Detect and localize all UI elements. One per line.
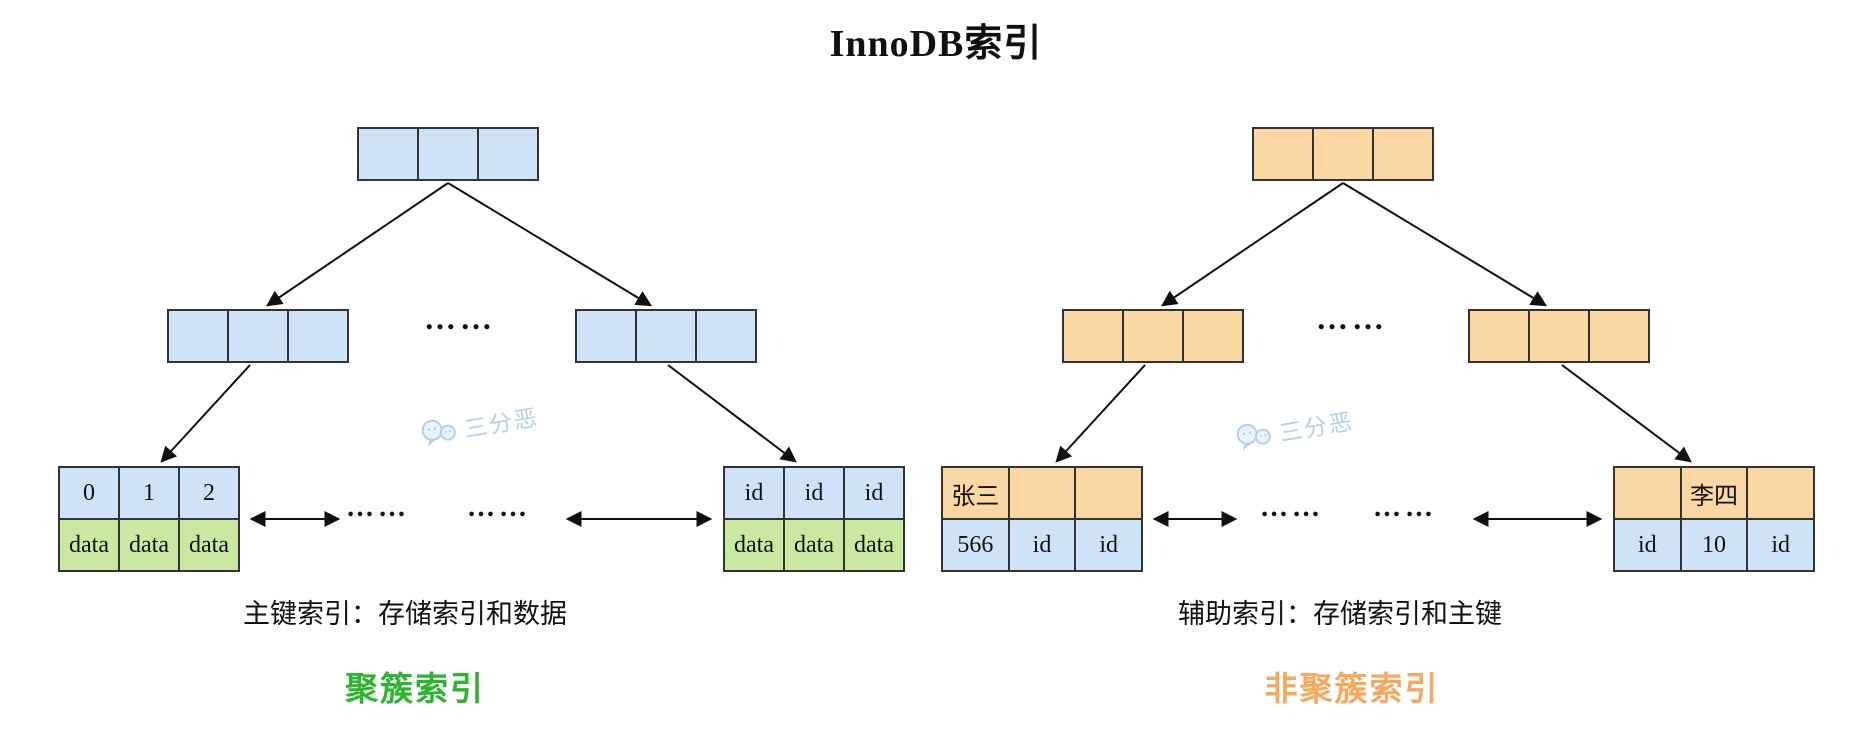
data-cell: data [120, 520, 178, 570]
index-cell [1184, 311, 1242, 361]
secondary-leaf-ellipsis-b: …… [1373, 492, 1437, 523]
wechat-watermark-icon [421, 419, 456, 447]
clustered-leaf-right: id id id data data data [723, 466, 905, 572]
watermark-text: 三分恶 [462, 404, 541, 443]
index-cell [577, 311, 635, 361]
index-cell: 2 [180, 468, 238, 518]
index-cell [419, 129, 477, 179]
index-cell: 0 [60, 468, 118, 518]
data-cell: data [845, 520, 903, 570]
secondary-root-node [1252, 127, 1434, 181]
index-cell [169, 311, 227, 361]
clustered-caption: 主键索引：存储索引和数据 [243, 599, 567, 629]
index-cell [1076, 468, 1141, 518]
watermark: 三分恶 [418, 398, 541, 452]
index-cell [1124, 311, 1182, 361]
index-cell [1064, 311, 1122, 361]
secondary-internal-right-node [1468, 309, 1650, 363]
index-cell [1615, 468, 1680, 518]
index-cell [1530, 311, 1588, 361]
watermark: 三分恶 [1233, 402, 1356, 456]
data-cell: data [785, 520, 843, 570]
secondary-caption: 辅助索引：存储索引和主键 [1178, 599, 1502, 629]
secondary-leaf-ellipsis-a: …… [1260, 492, 1324, 523]
data-cell: data [60, 520, 118, 570]
wechat-watermark-icon [1236, 423, 1271, 451]
index-cell [229, 311, 287, 361]
watermark-text: 三分恶 [1277, 408, 1356, 447]
index-cell [359, 129, 417, 179]
clustered-leaf-ellipsis-b: …… [467, 492, 531, 523]
data-cell: data [180, 520, 238, 570]
secondary-level-ellipsis: …… [1316, 300, 1388, 336]
key-cell: id [1076, 520, 1141, 570]
index-cell [1254, 129, 1312, 179]
key-cell: id [1615, 520, 1680, 570]
index-cell [289, 311, 347, 361]
clustered-internal-right-node [575, 309, 757, 363]
clustered-leaf-left: 0 1 2 data data data [58, 466, 240, 572]
secondary-label: 非聚簇索引 [1264, 672, 1440, 708]
index-cell: 李四 [1681, 468, 1747, 518]
index-cell [1374, 129, 1432, 179]
key-cell: id [1009, 520, 1075, 570]
key-cell: id [1748, 520, 1813, 570]
index-cell: 张三 [943, 468, 1008, 518]
index-cell [697, 311, 755, 361]
index-cell: id [845, 468, 903, 518]
clustered-internal-left-node [167, 309, 349, 363]
diagram-title: InnoDB索引 [829, 23, 1043, 65]
clustered-root-node [357, 127, 539, 181]
index-cell [1748, 468, 1813, 518]
index-cell: id [725, 468, 783, 518]
secondary-internal-left-node [1062, 309, 1244, 363]
index-cell [637, 311, 695, 361]
index-cell: 1 [120, 468, 178, 518]
index-cell [1590, 311, 1648, 361]
index-cell [1314, 129, 1372, 179]
key-cell: 10 [1681, 520, 1747, 570]
secondary-leaf-left: 张三 566 id id [941, 466, 1143, 572]
clustered-label: 聚簇索引 [345, 672, 485, 708]
clustered-level-ellipsis: …… [424, 300, 496, 336]
index-cell [1009, 468, 1075, 518]
index-cell [1470, 311, 1528, 361]
index-cell [479, 129, 537, 179]
secondary-leaf-right: 李四 id 10 id [1613, 466, 1815, 572]
key-cell: 566 [943, 520, 1008, 570]
data-cell: data [725, 520, 783, 570]
index-cell: id [785, 468, 843, 518]
clustered-leaf-ellipsis-a: …… [346, 492, 410, 523]
